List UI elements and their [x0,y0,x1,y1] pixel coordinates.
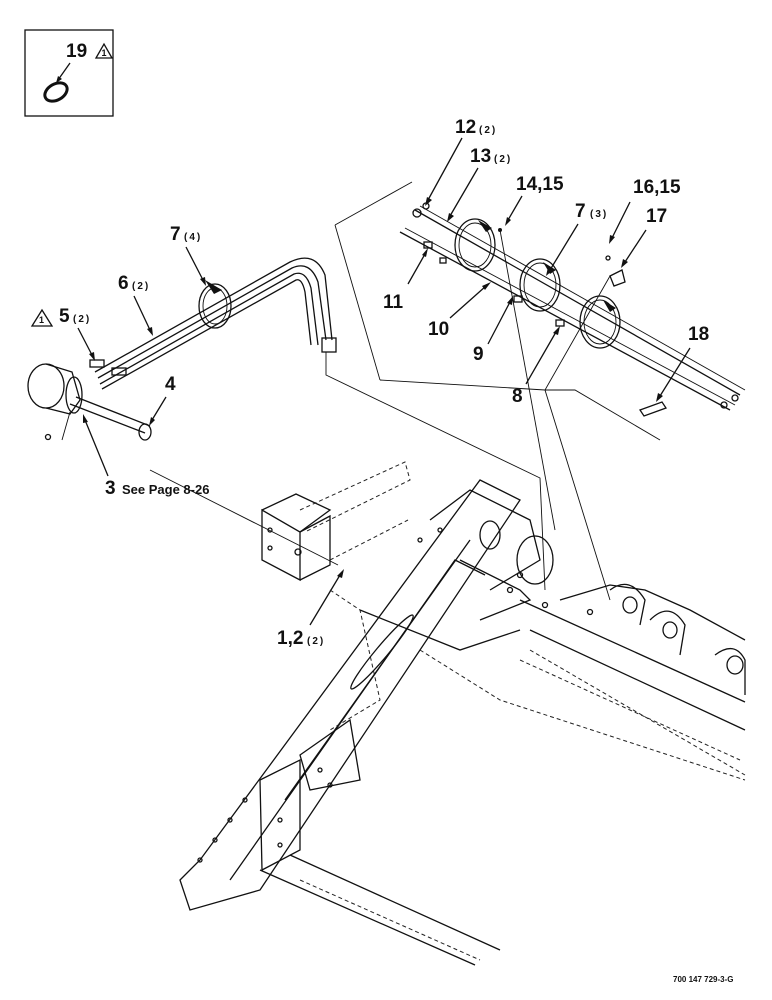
svg-text:9: 9 [473,344,484,365]
svg-text:(4): (4) [184,232,202,243]
svg-text:11: 11 [383,292,404,313]
svg-text:(2): (2) [73,314,91,325]
revision-triangle-icon: 1 [94,42,114,59]
detail-panel-outline [334,181,661,441]
motor-assembly [27,363,152,441]
svg-text:7: 7 [170,224,181,245]
svg-text:18: 18 [688,324,709,345]
svg-text:(2): (2) [479,125,497,136]
svg-text:8: 8 [512,386,523,407]
svg-text:(2): (2) [132,281,150,292]
svg-text:See Page 8-26: See Page 8-26 [122,482,209,497]
header-frame [179,479,746,966]
figure-code: 700 147 729-3-G [673,975,734,984]
svg-text:4: 4 [165,374,176,395]
callout-19: 19 [66,41,87,62]
svg-text:16,15: 16,15 [633,177,681,198]
svg-text:7: 7 [575,201,586,222]
svg-text:6: 6 [118,273,129,294]
svg-text:1: 1 [102,48,107,58]
svg-text:(2): (2) [494,154,512,165]
svg-text:3: 3 [105,478,116,499]
detail-callouts: 12 (2) 13 (2) 14,15 16,15 17 7 (3) 11 10… [383,117,709,407]
hydraulic-hoses [89,257,337,390]
svg-text:(3): (3) [590,209,608,220]
o-ring-icon [43,81,69,103]
svg-text:10: 10 [428,319,449,340]
svg-text:17: 17 [646,206,667,227]
reference-lines [149,229,611,601]
svg-text:(2): (2) [307,636,325,647]
svg-text:1,2: 1,2 [277,628,303,649]
svg-text:12: 12 [455,117,476,138]
revision-triangle-icon: 1 [30,308,54,327]
detail-hydraulic-lines [399,202,746,411]
detail-clamps [454,218,621,349]
inset-box-item-19: 19 1 [24,29,114,117]
mounting-bracket [261,461,411,582]
left-callouts: 7 (4) 6 (2) 1 5 (2) 4 3 See Page 8-26 1,… [30,224,344,649]
hose-clamp [198,280,232,329]
svg-text:5: 5 [59,306,70,327]
detail-small-parts [498,228,667,417]
svg-text:14,15: 14,15 [516,174,564,195]
svg-text:13: 13 [470,146,491,167]
svg-text:1: 1 [39,315,44,325]
